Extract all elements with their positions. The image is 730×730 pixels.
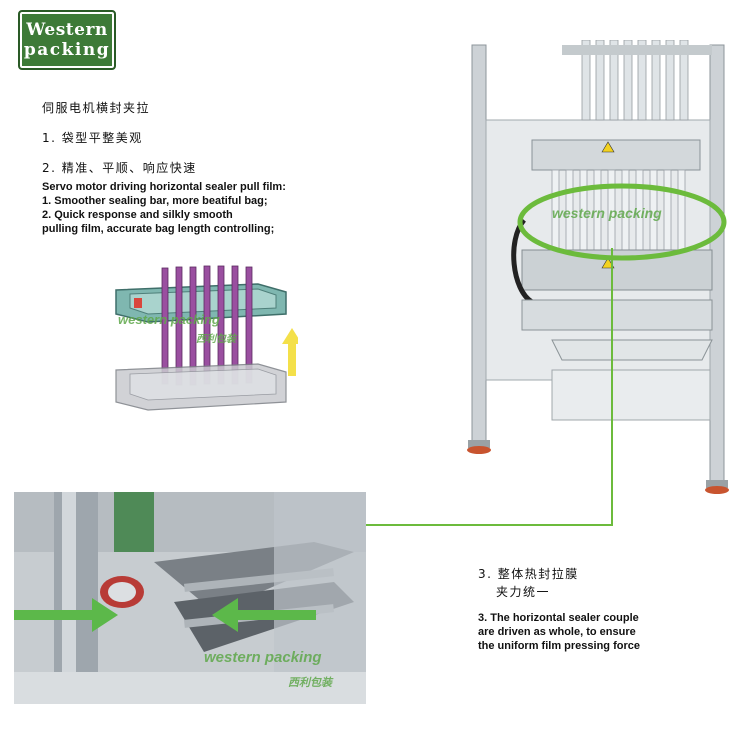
feature-item2-cn: 2. 精准、平顺、响应快速 (42, 161, 197, 175)
machine-watermark-en: western packing (552, 205, 662, 221)
up-arrow-icon (282, 328, 298, 376)
closeup-watermark-en: western packing (204, 649, 322, 666)
feature-en-line2: 1. Smoother sealing bar, more beatiful b… (42, 195, 268, 207)
warning-icon (601, 141, 615, 153)
module-watermark-cn: 西利包装 (196, 333, 238, 345)
module-watermark-en: western packing (118, 312, 220, 327)
feature-en-line4: pulling film, accurate bag length contro… (42, 223, 275, 235)
closeup-watermark-cn: 西利包装 (288, 676, 334, 689)
feature-item3-cn-line2: 夹力统一 (496, 585, 551, 599)
feature-en-line3: 2. Quick response and silkly smooth (42, 209, 233, 221)
left-arrow-icon (212, 598, 316, 632)
logo-line1: Western (26, 20, 108, 40)
feature-item3-en-line1: 3. The horizontal sealer couple (478, 612, 639, 624)
sealer-module-illustration: western packing 西利包装 (115, 265, 298, 411)
brand-logo: Western packing (18, 10, 116, 70)
right-arrow-icon (14, 598, 118, 632)
feature-item3-en-line3: the uniform film pressing force (478, 640, 640, 652)
feature-item3-en-line2: are driven as whole, to ensure (478, 626, 636, 638)
feature-heading-cn: 伺服电机横封夹拉 (42, 101, 151, 115)
feature-item1-cn: 1. 袋型平整美观 (42, 131, 143, 145)
feature-en-line1: Servo motor driving horizontal sealer pu… (42, 181, 286, 193)
logo-line2: packing (23, 40, 111, 60)
highlight-ellipse (517, 183, 727, 261)
packing-machine-photo: western packing (462, 40, 730, 500)
sealer-closeup-photo: western packing 西利包装 (14, 492, 366, 704)
red-marker-icon (134, 298, 142, 308)
feature-item3-cn-line1: 3. 整体热封拉膜 (478, 567, 579, 581)
